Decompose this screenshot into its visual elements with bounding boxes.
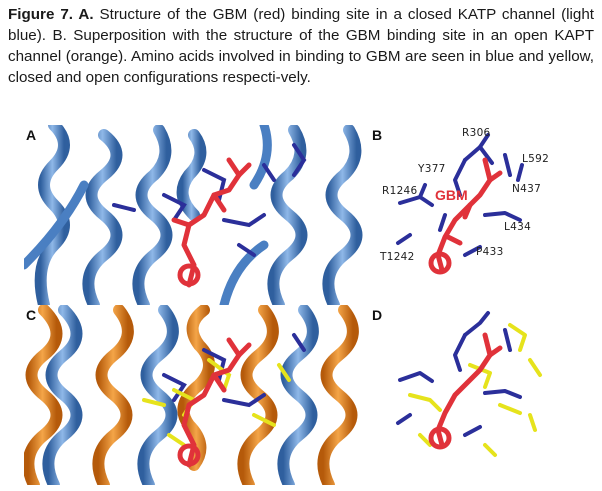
residue-label-t1242: T1242 [380,251,415,263]
panel-a-label: A [26,127,37,143]
panel-d: D [370,305,592,485]
residue-label-r306: R306 [462,127,491,139]
panel-b-structure [370,125,592,305]
panel-c: C [24,305,366,485]
gbm-label: GBM [435,187,468,203]
residue-label-l434: L434 [504,221,532,233]
residue-label-r1246: R1246 [382,185,418,197]
panel-a-structure [24,125,366,305]
panel-b: B R306 Y377 L592 N437 R1246 L434 T1242 P… [370,125,592,305]
panel-c-structure [24,305,366,485]
panel-d-structure [370,305,592,485]
residue-label-n437: N437 [512,183,542,195]
caption-text: Structure of the GBM (red) binding site … [8,6,594,86]
caption-figure-number: Figure 7. A. [8,6,94,23]
panel-a: A [24,125,366,305]
figure-caption: Figure 7. A. Structure of the GBM (red) … [8,4,594,88]
panel-b-label: B [372,127,383,143]
residue-label-l592: L592 [522,153,550,165]
panel-c-label: C [26,307,37,323]
residue-label-y377: Y377 [418,163,446,175]
panel-d-label: D [372,307,383,323]
residue-label-p433: P433 [476,246,504,258]
